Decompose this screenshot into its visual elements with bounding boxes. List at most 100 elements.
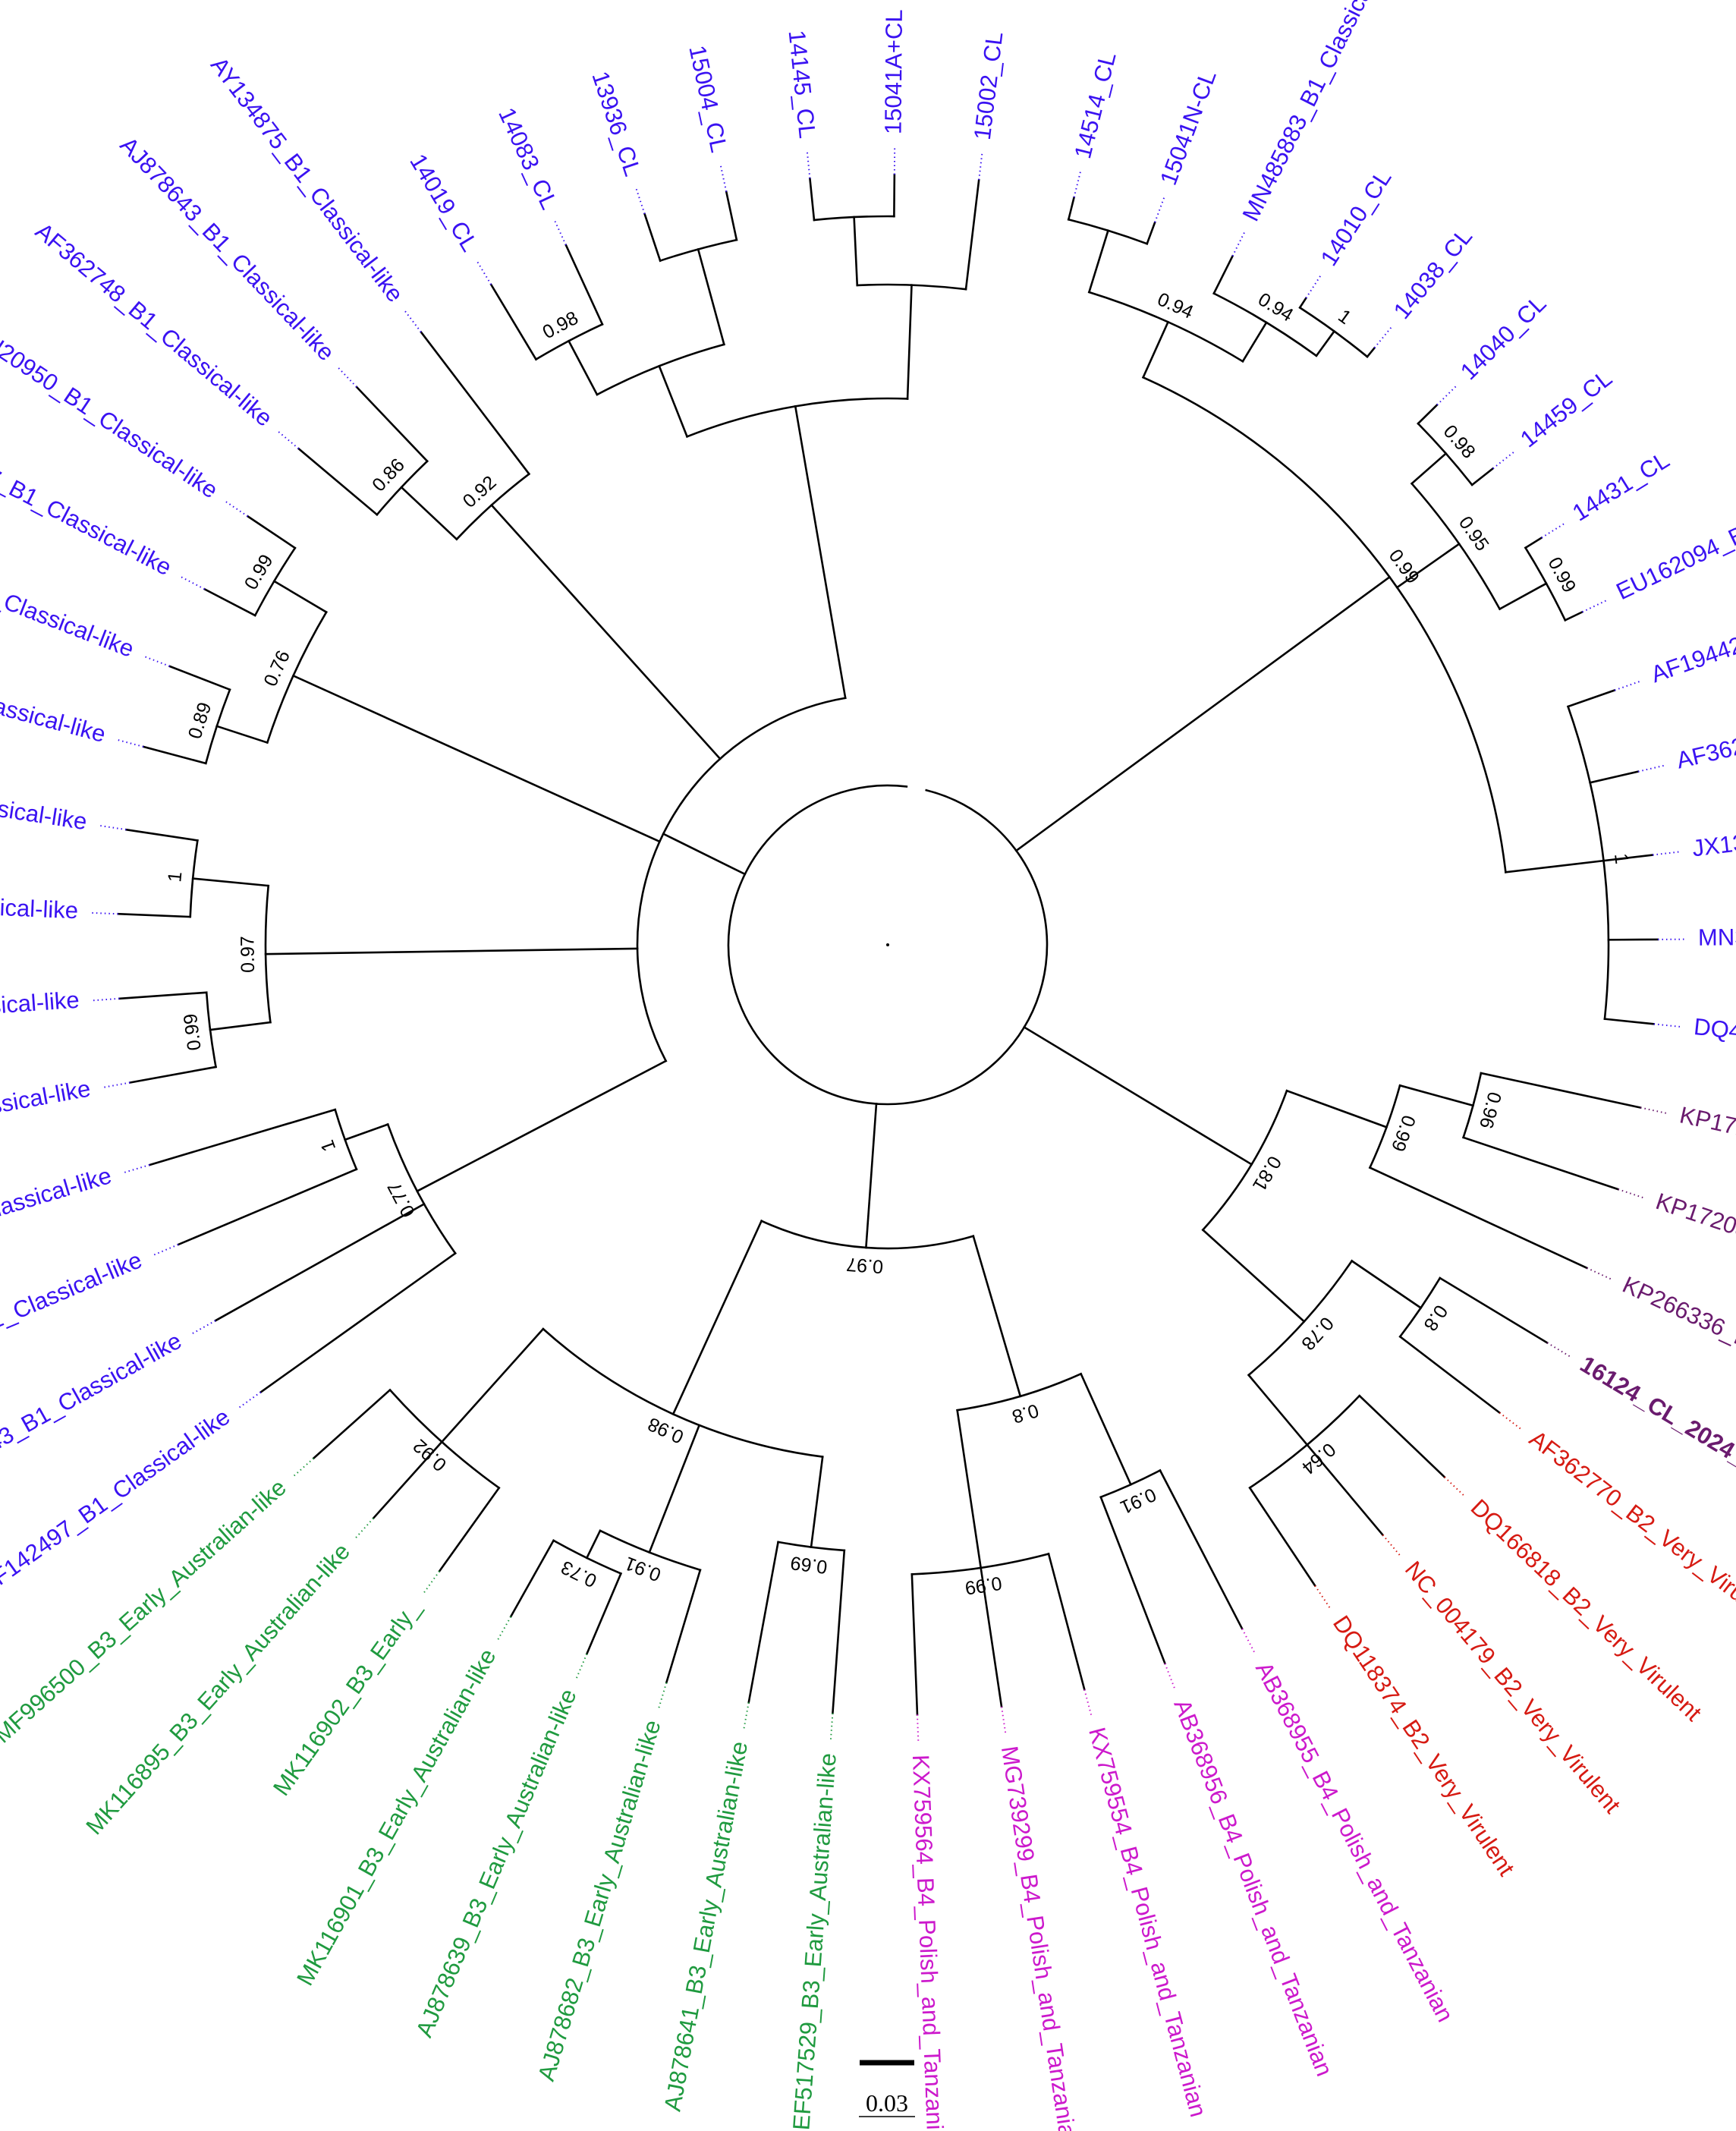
tip-leader-line [1492,451,1514,470]
support-value: 0.97 [237,936,259,973]
tip-label: MN313619_B1_Classical-like [0,1162,115,1275]
support-value: 0.99 [1385,546,1423,588]
tree-branch-internal [662,832,747,876]
tree-branch-internal [906,284,913,400]
tip-leader-line [238,1391,262,1409]
tip-leader-line [1499,1412,1521,1430]
tree-branch-terminal [964,178,980,291]
tree-branch-terminal [420,330,531,476]
support-value: 0.78 [1297,1313,1337,1355]
tip-leader-line [118,739,144,748]
tree-branch-internal [209,1021,272,1031]
tree-branch-internal [1079,1372,1133,1486]
tree-branch-terminal [312,1388,392,1460]
tree-branch-terminal [1398,1335,1502,1415]
support-value: 0.99 [964,1572,1003,1599]
tree-branch-internal [440,1327,545,1443]
tree-branch-terminal [148,1108,337,1166]
tree-branches [117,173,1659,1716]
tip-label: 15004_CL [684,43,732,155]
tree-branch-internal [1141,320,1170,379]
tip-leader-line [916,1714,920,1742]
tree-branch-internal [697,247,725,346]
tree-branch-terminal [297,447,379,517]
tree-root [886,943,889,946]
tree-branch-terminal [214,1202,426,1322]
tree-branch-terminal [1602,854,1654,862]
tip-leader-line [1164,1663,1175,1689]
tree-branch-internal [191,877,270,887]
tip-label: EF517529_B3_Early_Australian-like [788,1752,841,2131]
support-value: 0.92 [459,472,501,512]
tree-branch-terminal [177,1168,358,1246]
tip-leader-line [103,1081,131,1088]
tree-branch-terminal [1564,610,1584,622]
tree-branch-terminal [168,665,231,691]
tip-leader-line [1083,1689,1093,1716]
tip-label: AJ878652_B1_Classical-like [0,886,79,924]
tree-branch-terminal [747,1541,780,1704]
tip-label: 14083_CL [493,103,563,213]
support-value: 1 [1610,852,1632,865]
tree-branch-internal [400,486,458,541]
tree-branch-terminal [565,244,604,326]
support-value: 1 [164,870,186,883]
tip-label: 14019_CL [404,150,483,257]
tip-label: AY918949_B1_Classical-like [0,644,108,748]
tree-branch-internal [1315,329,1336,357]
tip-label: 15041N-CL [1155,67,1222,189]
tip-leader-line [635,188,646,215]
tip-leader-line [1241,1628,1256,1653]
tip-label: KP172087_B5_Nigerian [1653,1188,1736,1293]
tip-label: 15041A+CL [880,9,907,134]
tip-leader-line [719,165,728,192]
tip-label: 16124_CL_2024_B5 [1576,1351,1736,1487]
tree-branch-terminal [1357,1394,1446,1479]
tip-leader-line [1581,600,1607,613]
tip-leader-lines [91,148,1684,1742]
tip-leader-line [497,1616,512,1641]
tip-label: KU867912_B1_Classical-like [0,987,80,1034]
tree-branch-internal [567,339,599,396]
tip-leader-line [181,576,206,590]
tip-label: JX134484_B1_Classical-like [1690,801,1736,862]
tree-branch-terminal [489,283,538,361]
tip-label: MN393077_B1_Classical-like [1698,922,1736,951]
tip-leader-line [423,1570,440,1594]
tree-branch-internal [272,580,328,614]
tree-branch-internal [1498,582,1548,611]
tip-leader-line [278,430,300,449]
tree-branch-terminal [1589,770,1640,784]
tree-branch-terminal [1462,1136,1620,1191]
tree-branch-internal [956,1409,983,1569]
tip-leader-line [1073,171,1081,198]
tree-branch-internal [865,1103,878,1249]
tree-branch-terminal [643,212,662,263]
tip-leader-line [1546,1342,1571,1358]
tree-branch-terminal [585,1572,623,1656]
tree-branch-internal [853,216,859,287]
tip-leader-line [1653,1023,1681,1028]
tip-leader-line [1637,764,1665,773]
tree-branch-terminal [809,177,816,222]
tip-leader-line [404,310,422,333]
tip-label: 14431_CL [1568,446,1674,526]
tree-branch-terminal [438,1486,501,1573]
tip-leader-line [806,152,811,179]
tip-label: KP172130_B5_Nigerian [1678,1101,1736,1181]
tip-label: 14514_CL [1069,49,1121,161]
support-value: 0.95 [1455,512,1493,555]
tip-label: MG739299_B4_Polish_and_Tanzanian [996,1744,1083,2131]
tip-leader-line [153,1244,179,1256]
tree-branch-internal [1504,859,1605,873]
support-value: 0.99 [1387,1113,1420,1154]
tree-branch-internal [489,503,722,760]
tip-leader-line [1586,1267,1612,1280]
tip-leader-line [99,824,127,831]
tree-branch-terminal [259,1251,457,1394]
tip-leader-line [1382,1534,1401,1556]
support-value: 0.92 [409,1435,451,1475]
tree-branch-internal [585,1529,602,1560]
